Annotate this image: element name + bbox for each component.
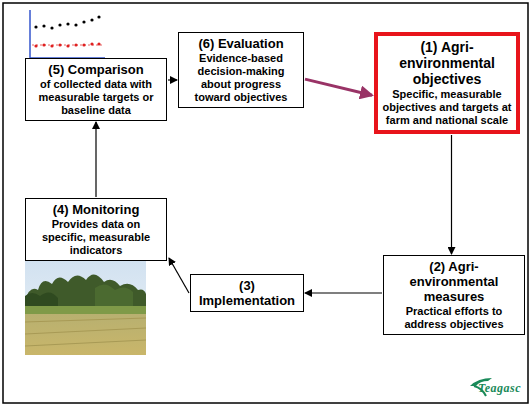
scatter-chart-icon: [30, 10, 105, 58]
logo-text: Teagasc: [478, 381, 521, 396]
box-body: Provides data on specific, measurable in…: [30, 218, 162, 257]
measures-box: (2) Agri- environmental measuresPractica…: [383, 255, 525, 335]
flow-arrow: [305, 292, 382, 293]
objectives-box: (1) Agri- environmental objectivesSpecif…: [374, 32, 520, 134]
box-body: Practical efforts to address objectives: [388, 305, 520, 331]
flow-arrow: [95, 122, 96, 197]
field-photo: [25, 253, 146, 355]
flow-arrow: [169, 258, 189, 293]
box-heading: (2) Agri- environmental measures: [388, 259, 520, 304]
comparison-box: (5) Comparisonof collected data with mea…: [25, 58, 167, 121]
evaluation-box: (6) EvaluationEvidence-based decision-ma…: [178, 32, 304, 108]
flow-arrow: [168, 79, 177, 80]
box-heading: (4) Monitoring: [30, 202, 162, 217]
box-body: of collected data with measurable target…: [30, 78, 162, 117]
monitoring-box: (4) MonitoringProvides data on specific,…: [25, 198, 167, 261]
implementation-box: (3) Implementation: [190, 274, 304, 312]
slide-frame: [3, 3, 528, 403]
box-heading: (1) Agri- environmental objectives: [382, 39, 512, 87]
feedback-arrow: [305, 79, 372, 95]
box-body: Specific, measurable objectives and targ…: [382, 88, 512, 127]
box-heading: (6) Evaluation: [183, 36, 299, 51]
box-heading: (5) Comparison: [30, 62, 162, 77]
box-body: Evidence-based decision-making about pro…: [183, 52, 299, 104]
box-heading: (3) Implementation: [195, 278, 299, 308]
flow-arrow: [451, 135, 452, 254]
